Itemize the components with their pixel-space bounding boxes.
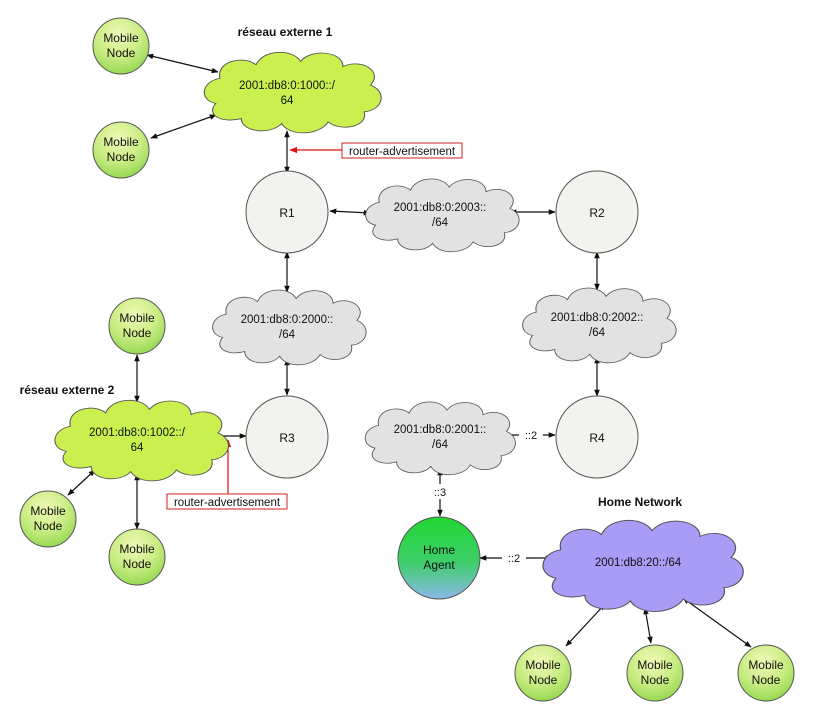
mobile-node-7-line1: Mobile [637, 658, 673, 672]
title-external-network-2: réseau externe 2 [20, 383, 115, 397]
cloud-external-1-line1: 2001:db8:0:1000::/ [239, 80, 336, 92]
router-r2-label: R2 [589, 206, 605, 220]
mobile-node-4-line1: Mobile [30, 504, 66, 518]
mobile-node-1: Mobile Node [92, 17, 150, 75]
title-home-network: Home Network [598, 495, 682, 509]
edge-mn4-ext2 [67, 469, 96, 496]
cloud-2000-line1: 2001:db8:0:2000:: [241, 314, 334, 326]
cloud-2000-line2: /64 [279, 329, 296, 341]
router-r2: R2 [555, 170, 639, 254]
router-r3: R3 [245, 395, 329, 479]
cloud-2003-line2: /64 [432, 217, 449, 229]
mobile-node-1-line1: Mobile [103, 31, 139, 45]
cloud-external-2-line1: 2001:db8:0:1002::/ [89, 427, 186, 439]
cloud-2001-line2: /64 [432, 439, 449, 451]
mobile-node-7: Mobile Node [626, 644, 684, 702]
mobile-node-6: Mobile Node [514, 644, 572, 702]
mobile-node-2: Mobile Node [92, 121, 150, 179]
router-r1: R1 [245, 170, 329, 254]
mobile-node-3-line1: Mobile [119, 311, 155, 325]
cloud-2001: 2001:db8:0:2001:: /64 [364, 401, 516, 476]
edge-home-mn8 [682, 597, 752, 648]
router-r3-label: R3 [279, 431, 295, 445]
router-advertisement-label-1: router-advertisement [349, 146, 456, 158]
cloud-external-2: 2001:db8:0:1002::/ 64 [54, 399, 229, 482]
cloud-2001-line1: 2001:db8:0:2001:: [394, 424, 487, 436]
edge-mn1-ext1 [146, 53, 219, 74]
cloud-2002: 2001:db8:0:2002:: /64 [522, 287, 677, 364]
mobile-node-2-line1: Mobile [103, 135, 139, 149]
cloud-external-2-line2: 64 [131, 442, 144, 454]
cloud-external-1: 2001:db8:0:1000::/ 64 [203, 51, 382, 134]
router-r4-label: R4 [589, 431, 605, 445]
home-agent: Home Agent [397, 516, 481, 600]
router-advertisement-box-2 [166, 493, 288, 510]
cloud-2002-line1: 2001:db8:0:2002:: [551, 312, 644, 324]
cloud-home: 2001:db8:20::/64 [542, 519, 744, 612]
router-r4: R4 [555, 395, 639, 479]
router-advertisement-box-1 [341, 142, 463, 159]
ha-home-interface-label: ::2 [508, 553, 520, 565]
router-r1-label: R1 [279, 206, 295, 220]
router-advertisement-2: router-advertisement [166, 439, 288, 510]
cloud-external-1-line2: 64 [281, 95, 294, 107]
mobile-node-5: Mobile Node [108, 528, 166, 586]
mobile-node-3: Mobile Node [108, 297, 166, 355]
cloud-home-label: 2001:db8:20::/64 [595, 557, 682, 569]
mobile-node-2-line2: Node [107, 150, 136, 164]
mobile-node-5-line2: Node [123, 557, 152, 571]
mobile-node-8-line2: Node [752, 673, 781, 687]
mobile-node-6-line1: Mobile [525, 658, 561, 672]
edge-home-mn7 [643, 607, 653, 644]
edge-home-mn6 [565, 603, 606, 647]
mobile-node-4: Mobile Node [19, 490, 77, 548]
home-agent-line1: Home [423, 543, 455, 557]
router-advertisement-label-2: router-advertisement [174, 497, 281, 509]
edge-mn2-ext1 [150, 114, 217, 139]
home-agent-line2: Agent [423, 558, 455, 572]
mobile-node-4-line2: Node [34, 519, 63, 533]
ha-interface-label: ::3 [434, 487, 446, 499]
cloud-2003-line1: 2001:db8:0:2003:: [394, 202, 487, 214]
mobile-node-8: Mobile Node [737, 644, 795, 702]
mobile-node-8-line1: Mobile [748, 658, 784, 672]
title-external-network-1: réseau externe 1 [238, 25, 333, 39]
mobile-node-3-line2: Node [123, 326, 152, 340]
cloud-2000: 2001:db8:0:2000:: /64 [212, 289, 367, 366]
cloud-2003: 2001:db8:0:2003:: /64 [365, 178, 520, 253]
r4-interface-label: ::2 [525, 430, 537, 442]
cloud-2002-line2: /64 [589, 327, 606, 339]
edge-r1-net2003 [329, 208, 371, 216]
mobile-node-7-line2: Node [641, 673, 670, 687]
mobile-node-6-line2: Node [529, 673, 558, 687]
mobile-node-5-line1: Mobile [119, 542, 155, 556]
mobile-node-1-line2: Node [107, 46, 136, 60]
router-advertisement-1: router-advertisement [289, 142, 463, 159]
interface-labels: ::2 ::3 ::2 [430, 427, 543, 565]
